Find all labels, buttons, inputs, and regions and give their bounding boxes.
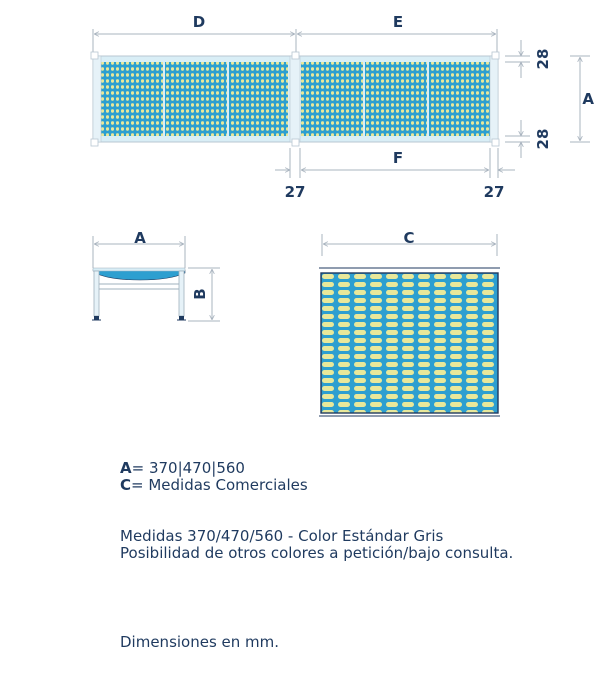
note-c-value: = Medidas Comerciales — [131, 476, 308, 494]
grid-panel-left — [101, 62, 288, 136]
label-a-right: A — [582, 90, 594, 108]
label-28-top: 28 — [534, 49, 552, 70]
note-a: A= 370|470|560 — [120, 460, 245, 477]
note-line2: Posibilidad de otros colores a petición/… — [120, 544, 514, 562]
top-view: D E 28 — [90, 13, 594, 201]
grid-detail — [320, 272, 499, 414]
grid-panel-right — [301, 62, 491, 136]
tray-shape — [92, 269, 186, 281]
label-a-side: A — [134, 229, 146, 247]
note-c-key: C — [120, 476, 132, 494]
dimension-f-27: F 27 27 — [275, 148, 515, 201]
side-view: A B — [92, 229, 220, 322]
label-c: C — [403, 229, 414, 247]
label-e: E — [393, 13, 403, 31]
label-d: D — [193, 13, 205, 31]
note-line1: Medidas 370/470/560 - Color Estándar Gri… — [120, 527, 444, 545]
label-f: F — [393, 149, 403, 167]
label-27-right: 27 — [484, 183, 505, 201]
label-27-left: 27 — [285, 183, 306, 201]
c-detail-view: C — [319, 229, 500, 417]
label-28-bottom: 28 — [534, 129, 552, 150]
note-a-key: A — [120, 459, 132, 477]
label-b: B — [191, 288, 209, 299]
note-a-value: = 370|470|560 — [131, 459, 245, 477]
note-units: Dimensiones en mm. — [120, 633, 280, 651]
dimension-28-a: 28 28 A — [505, 40, 594, 158]
note-c: C= Medidas Comerciales — [120, 477, 308, 494]
dimension-d-e: D E — [92, 13, 498, 55]
